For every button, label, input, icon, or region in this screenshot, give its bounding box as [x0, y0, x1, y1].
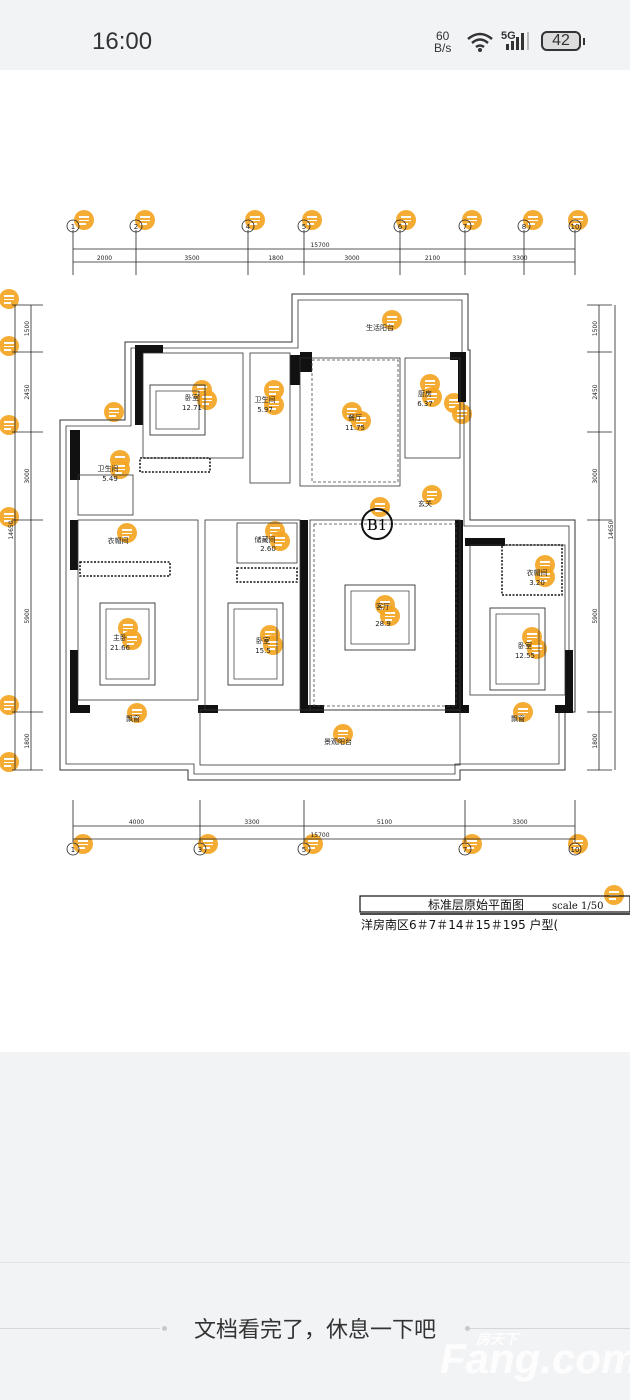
divider-right — [470, 1328, 630, 1329]
annotation-marker-icon[interactable] — [396, 210, 416, 230]
net-speed-unit: B/s — [434, 41, 452, 55]
annotation-marker-icon[interactable] — [0, 415, 19, 435]
annotation-marker-icon[interactable] — [0, 507, 19, 527]
annotation-marker-icon[interactable] — [351, 411, 371, 431]
divider-dot — [465, 1326, 470, 1331]
clock: 16:00 — [92, 28, 153, 55]
annotation-marker-icon[interactable] — [568, 210, 588, 230]
annotation-marker-icon[interactable] — [370, 497, 390, 517]
annotation-marker-icon[interactable] — [122, 630, 142, 650]
annotation-marker-icon[interactable] — [303, 834, 323, 854]
annotation-marker-icon[interactable] — [245, 210, 265, 230]
annotation-marker-icon[interactable] — [523, 210, 543, 230]
annotation-marker-icon[interactable] — [110, 459, 130, 479]
annotation-marker-icon[interactable] — [462, 834, 482, 854]
annotation-marker-icon[interactable] — [422, 387, 442, 407]
wifi-icon — [467, 32, 493, 52]
annotation-marker-icon[interactable] — [127, 703, 147, 723]
annotation-marker-icon[interactable] — [0, 289, 19, 309]
network-speed: 60 B/s — [434, 30, 451, 54]
net-speed-value: 60 — [435, 29, 450, 43]
divider-left — [0, 1328, 160, 1329]
annotation-marker-icon[interactable] — [513, 702, 533, 722]
annotation-marker-icon[interactable] — [117, 523, 137, 543]
annotation-marker-icon[interactable] — [104, 402, 124, 422]
annotation-marker-icon[interactable] — [535, 567, 555, 587]
annotation-marker-icon[interactable] — [73, 834, 93, 854]
annotation-marker-icon[interactable] — [264, 395, 284, 415]
battery-indicator: 42 — [541, 31, 585, 51]
annotation-marker-icon[interactable] — [333, 724, 353, 744]
annotation-marker-icon[interactable] — [263, 635, 283, 655]
signal-icon — [506, 32, 529, 50]
annotation-marker-icon[interactable] — [452, 404, 472, 424]
status-bar: 16:00 60 B/s 5G 42 — [0, 0, 630, 70]
annotation-marker-icon[interactable] — [527, 639, 547, 659]
annotation-marker-icon[interactable] — [422, 485, 442, 505]
annotation-marker-icon[interactable] — [0, 752, 19, 772]
annotation-marker-icon[interactable] — [198, 834, 218, 854]
annotation-marker-icon[interactable] — [197, 390, 217, 410]
annotation-marker-icon[interactable] — [382, 310, 402, 330]
annotation-layer — [0, 70, 630, 1052]
divider — [0, 1262, 630, 1263]
end-of-document-message: 文档看完了，休息一下吧 — [193, 1318, 436, 1343]
annotation-marker-icon[interactable] — [302, 210, 322, 230]
divider-dot — [162, 1326, 167, 1331]
annotation-marker-icon[interactable] — [380, 606, 400, 626]
annotation-marker-icon[interactable] — [270, 531, 290, 551]
annotation-marker-icon[interactable] — [462, 210, 482, 230]
annotation-marker-icon[interactable] — [604, 885, 624, 905]
annotation-marker-icon[interactable] — [568, 834, 588, 854]
annotation-marker-icon[interactable] — [0, 695, 19, 715]
annotation-marker-icon[interactable] — [74, 210, 94, 230]
annotation-marker-icon[interactable] — [0, 336, 19, 356]
annotation-marker-icon[interactable] — [135, 210, 155, 230]
network-type: 5G — [501, 30, 516, 42]
